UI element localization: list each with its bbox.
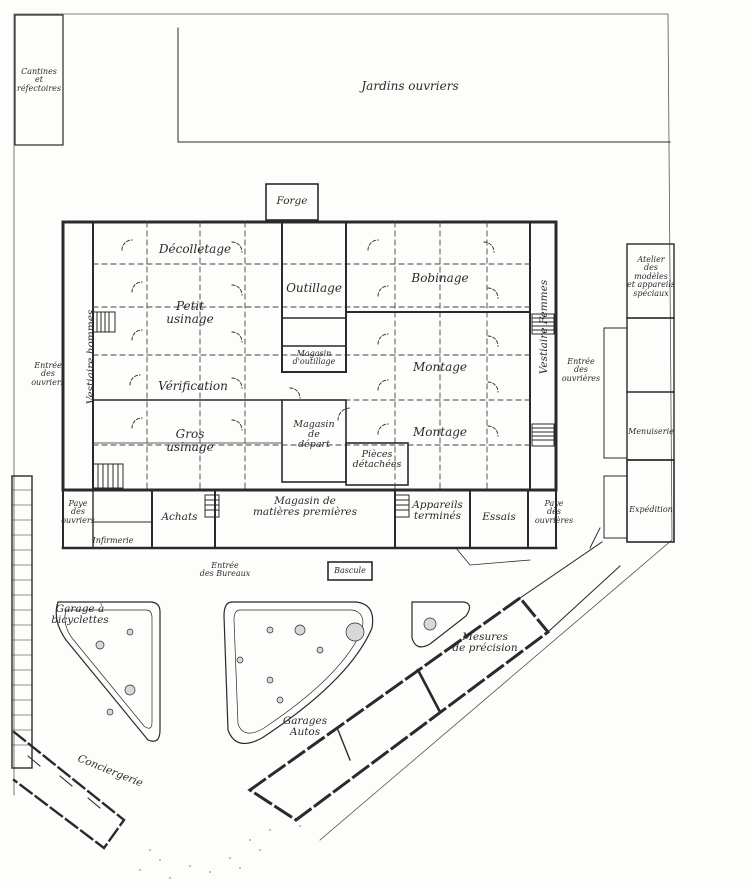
- door-arcs: [121, 239, 499, 437]
- main-building-wall: [61, 220, 558, 492]
- pieces-detachees-room: [345, 442, 409, 486]
- label-garages-autos: Garages Autos: [282, 715, 328, 739]
- label-montage-2: Montage: [413, 425, 467, 439]
- expedition-building: [626, 459, 675, 543]
- label-essais: Essais: [482, 511, 516, 523]
- label-vestiaire-hommes: Vestiaire hommes: [85, 309, 97, 405]
- label-entree-ouvrieres: Entrée des ouvrières: [561, 357, 601, 383]
- outillage-room: [281, 221, 347, 373]
- forge-building: [265, 183, 319, 221]
- label-pieces-detachees: Pièces détachées: [352, 449, 402, 470]
- stairs-right-top: [531, 313, 555, 335]
- menuiserie-building: [626, 317, 675, 461]
- label-decolletage: Décolletage: [158, 242, 232, 256]
- cantines-building: [14, 14, 64, 146]
- bascule-box: [327, 561, 373, 581]
- stairs-office-right: [394, 494, 410, 518]
- label-entree-bureaux: Entrée des Bureaux: [199, 561, 251, 579]
- label-montage-1: Montage: [413, 360, 467, 374]
- label-magasin-matieres: Magasin de matières premières: [252, 495, 358, 519]
- label-infirmerie: Infirmerie: [92, 536, 134, 545]
- label-bobinage: Bobinage: [411, 271, 469, 285]
- bike-shed: [11, 475, 33, 769]
- label-paye-ouvriers: Paye des ouvriers: [61, 499, 95, 525]
- jardins-outline: [177, 27, 671, 143]
- label-vestiaire-femmes: Vestiaire Femmes: [538, 279, 550, 375]
- garden-right: [411, 601, 471, 648]
- label-jardins: Jardins ouvriers: [361, 79, 459, 93]
- label-gros-usinage: Gros usinage: [166, 427, 214, 454]
- stairs-right-bottom: [531, 423, 555, 447]
- label-paye-ouvrieres: Paye des ouvrières: [534, 499, 574, 525]
- label-atelier-modeles: Atelier des modèles et appareils spéciau…: [626, 255, 676, 298]
- label-appareils-termines: Appareils terminés: [412, 499, 463, 523]
- conciergerie-building: [12, 730, 126, 850]
- label-cantines: Cantines et réfectoires: [17, 67, 61, 93]
- garden-center: [223, 601, 374, 745]
- label-achats: Achats: [161, 511, 198, 523]
- label-petit-usinage: Petit usinage: [166, 299, 214, 326]
- label-magasin-outillage: Magasin d'outillage: [292, 349, 336, 367]
- garden-left: [55, 601, 161, 742]
- stairs-left-top: [92, 311, 116, 333]
- label-outillage: Outillage: [286, 281, 342, 295]
- label-entree-ouvriers: Entrée des ouvriers: [31, 361, 65, 387]
- label-bascule: Bascule: [334, 566, 366, 575]
- magasin-depart-room: [281, 399, 347, 483]
- stairs-left-bottom: [92, 463, 124, 489]
- label-forge: Forge: [276, 195, 308, 207]
- label-verification: Vérification: [158, 379, 228, 393]
- label-magasin-depart: Magasin de départ: [293, 419, 335, 450]
- label-mesures-precision: Mesures de précision: [452, 631, 518, 655]
- ground-shading: [139, 825, 301, 879]
- label-garage-bicyclettes: Garage à bicyclettes: [51, 603, 109, 627]
- label-menuiserie: Menuiserie: [628, 427, 674, 436]
- stairs-office-left: [204, 494, 220, 518]
- site-boundary: [13, 13, 673, 841]
- label-expedition: Expédition: [629, 505, 673, 514]
